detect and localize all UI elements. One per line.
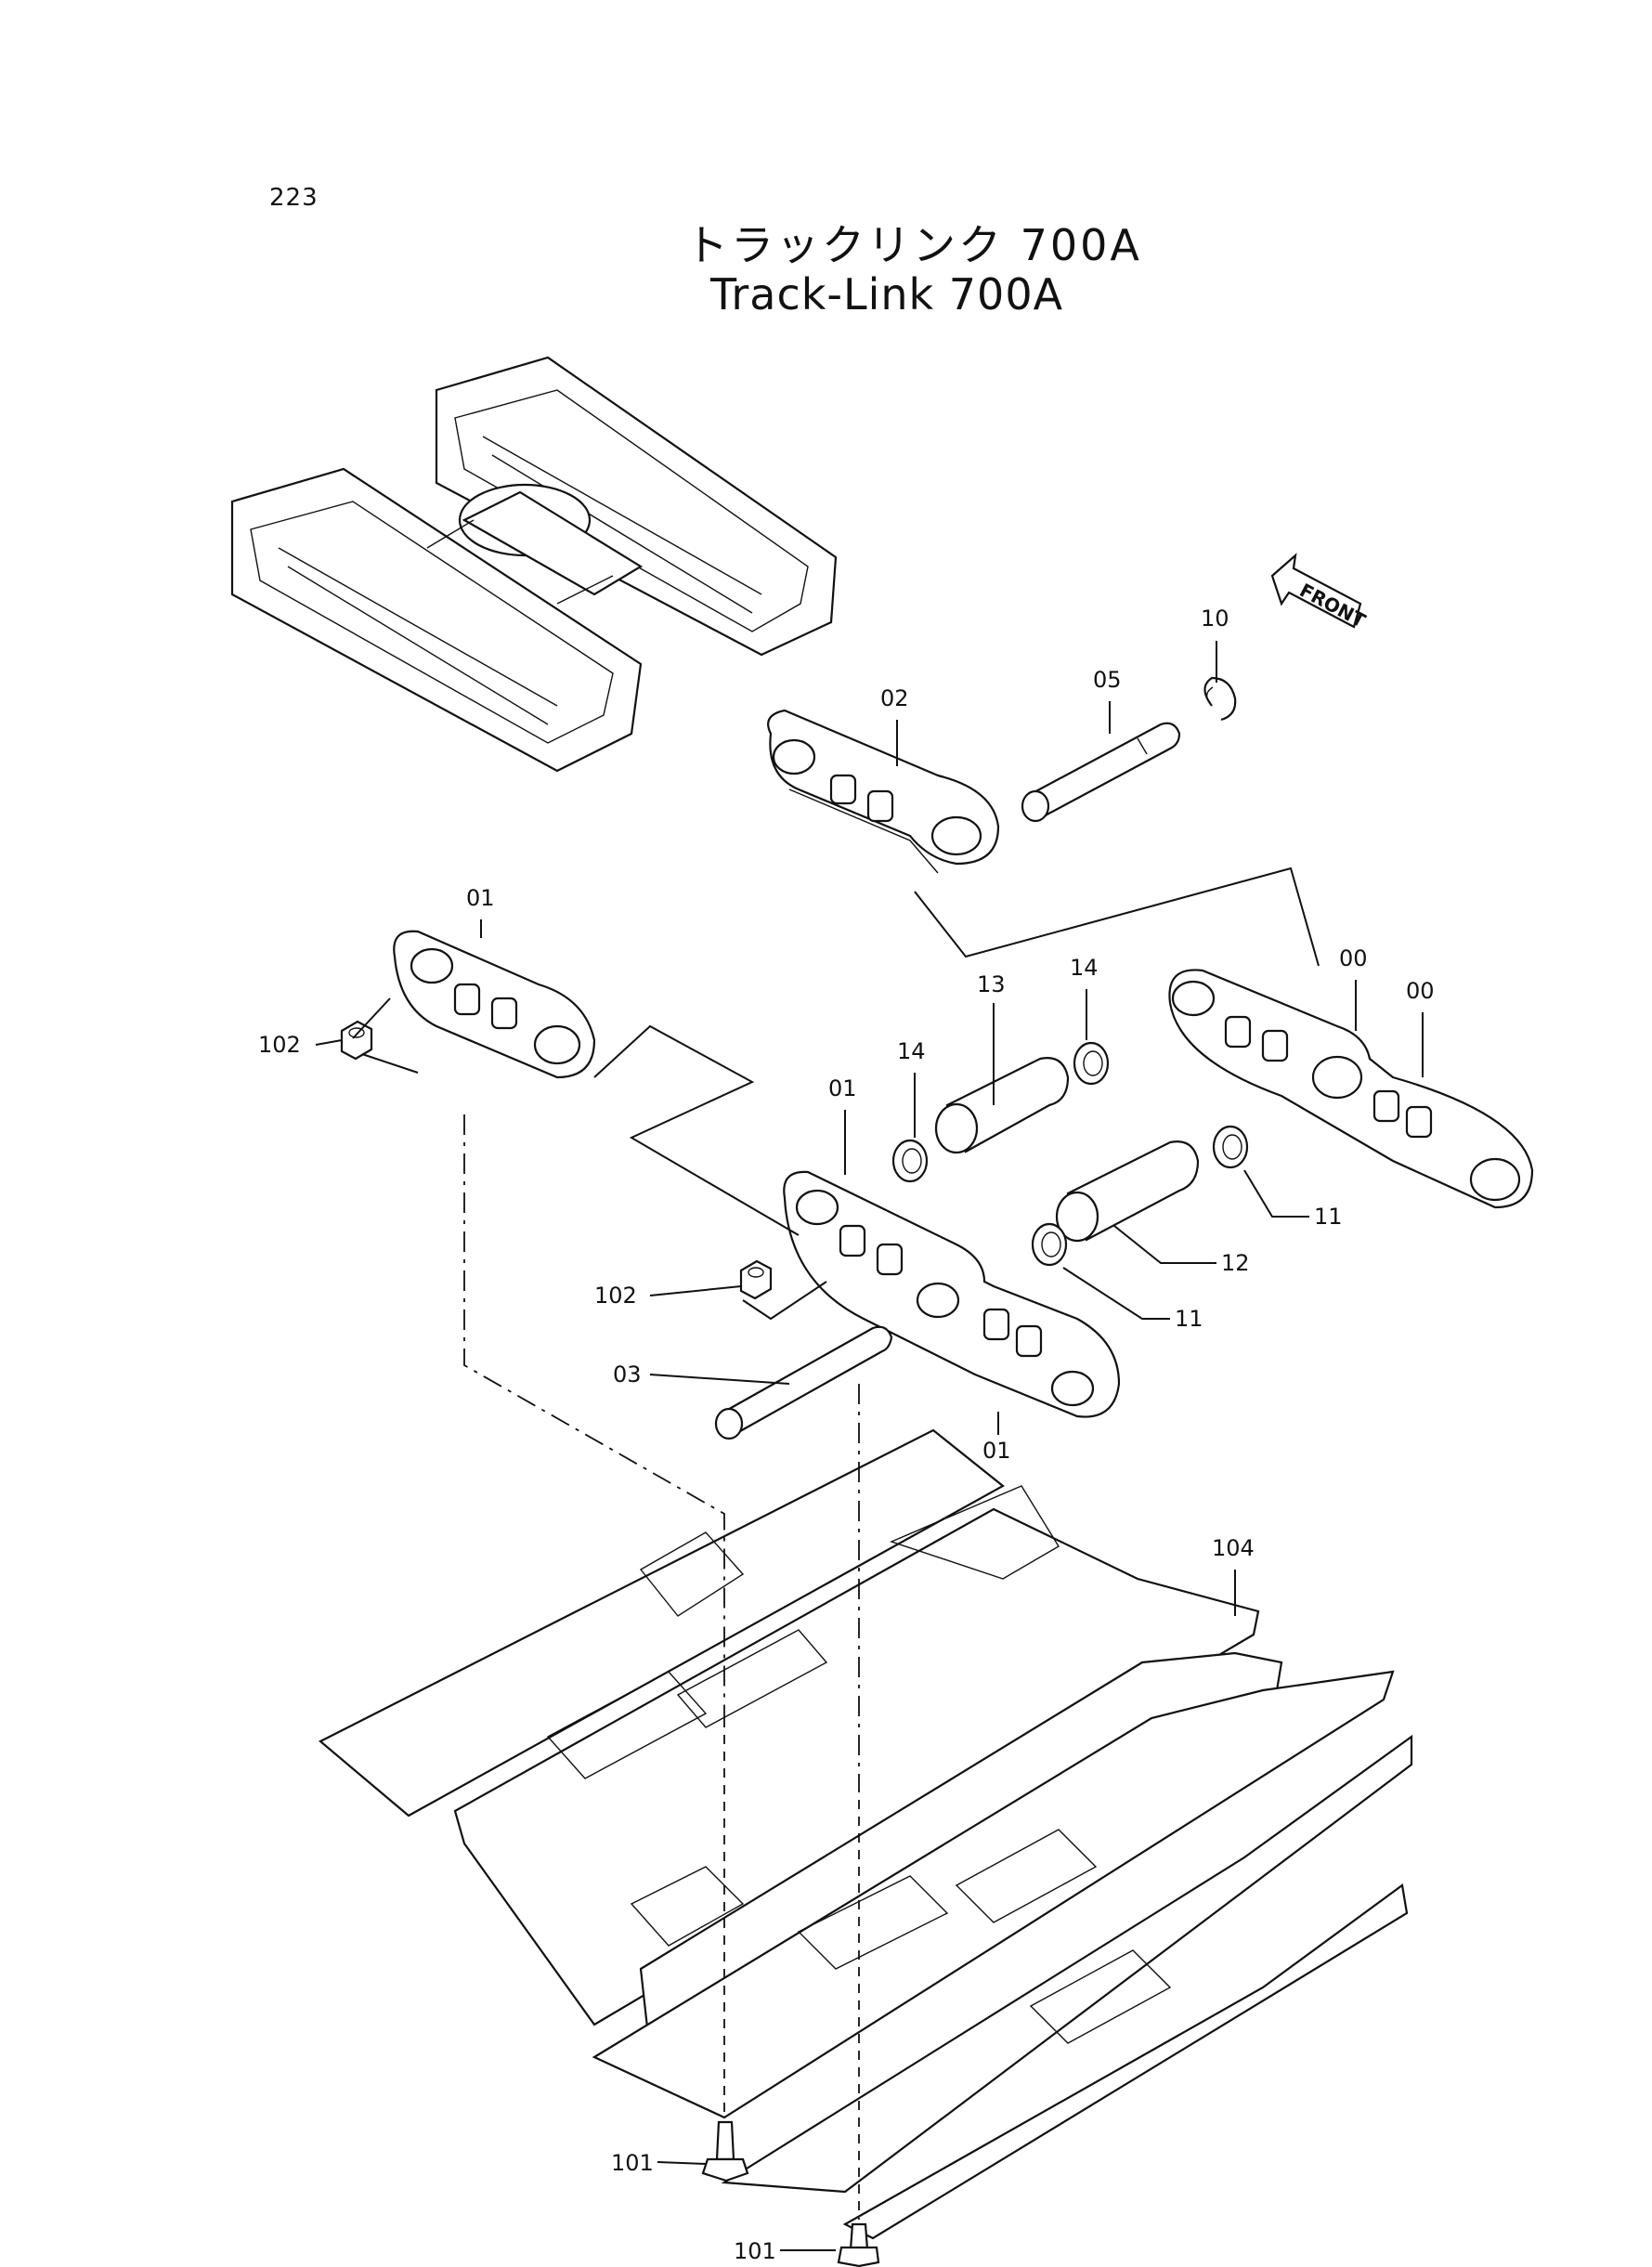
seal-14-right: [1073, 1041, 1110, 1086]
front-arrow-icon: FRONT: [1270, 553, 1370, 632]
bolt-101-a: [701, 2120, 749, 2182]
title-english: Track-Link 700A: [710, 269, 1064, 319]
callout-00-b: 00: [1406, 978, 1435, 1004]
callout-101-a: 101: [611, 2150, 654, 2176]
nut-102-lower: [739, 1259, 773, 1300]
bolt-centerlines: [463, 1114, 860, 2220]
callout-14-left: 14: [897, 1038, 926, 1064]
title-japanese: トラックリンク 700A: [685, 220, 1142, 270]
callout-01-mid: 01: [828, 1075, 857, 1101]
undercarriage-overview: [230, 356, 838, 773]
track-link-00: [1168, 969, 1534, 1209]
callout-14-right: 14: [1070, 955, 1099, 981]
seal-14-left: [891, 1139, 929, 1183]
callout-10: 10: [1201, 606, 1229, 632]
bushing-12: [1055, 1140, 1200, 1243]
assembly-lines: [352, 866, 1320, 1321]
callout-11-bottom: 11: [1175, 1306, 1203, 1332]
track-link-01-upper: [393, 930, 596, 1079]
callout-02: 02: [880, 685, 909, 711]
callout-11-right: 11: [1314, 1204, 1343, 1230]
callout-00-a: 00: [1339, 945, 1368, 971]
callout-01-bottom: 01: [982, 1438, 1011, 1464]
callout-12: 12: [1221, 1250, 1250, 1276]
callout-104: 104: [1212, 1535, 1255, 1561]
seal-11-bottom: [1031, 1222, 1068, 1267]
callout-05: 05: [1093, 667, 1122, 693]
pin-03: [714, 1325, 893, 1440]
pin-05: [1021, 722, 1181, 823]
snap-ring-10: [1203, 676, 1237, 722]
callout-13: 13: [977, 971, 1006, 997]
track-shoe-104: [319, 1428, 1413, 2240]
track-link-01-middle: [783, 1170, 1121, 1418]
callout-102-b: 102: [594, 1283, 637, 1309]
nut-102-upper: [340, 1020, 373, 1061]
seal-11-right: [1212, 1125, 1249, 1169]
callout-leaders: [315, 641, 1424, 2251]
callout-102-a: 102: [258, 1032, 301, 1058]
bolt-101-b: [837, 2222, 880, 2267]
page-number: 223: [269, 184, 319, 212]
bushing-13: [934, 1057, 1070, 1154]
track-link-02: [767, 709, 1000, 874]
callout-03: 03: [613, 1362, 642, 1388]
callout-01-top: 01: [466, 885, 495, 911]
callout-101-b: 101: [734, 2238, 776, 2264]
